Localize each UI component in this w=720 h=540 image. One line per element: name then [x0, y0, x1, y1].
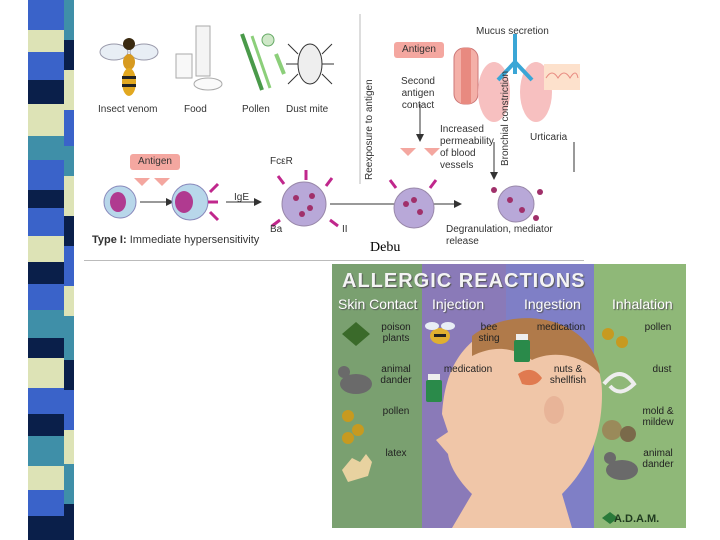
label-insect-venom: Insect venom: [98, 104, 158, 115]
stripe-column-right: [64, 0, 74, 540]
pollen-icon: [240, 33, 286, 91]
medication-bottle-icon-2: [514, 334, 530, 362]
urticaria-icon: [544, 64, 580, 90]
type-i-label: Type I: Immediate hypersensitivity: [92, 234, 259, 246]
child-profile-icon: [436, 318, 602, 528]
label-nuts-shellfish: nuts & shellfish: [549, 364, 587, 386]
lungs-icon: [478, 34, 552, 122]
decorative-stripe-band: [0, 0, 80, 540]
label-pollen-skin: pollen: [382, 406, 410, 417]
credit-adam: A.D.A.M.: [614, 513, 660, 525]
blood-vessel-icon: [453, 47, 479, 105]
label-fcer: FcεR: [270, 156, 293, 167]
antigen-tag: Antigen: [130, 154, 180, 170]
overlay-text: Debu: [368, 240, 403, 256]
wasp-icon: [99, 38, 159, 96]
type-label-bold: Type I:: [92, 234, 127, 246]
label-latex: latex: [385, 448, 407, 459]
column-skin-contact: Skin Contact: [338, 296, 418, 312]
hypersensitivity-figure: Insect venom Food Pollen Dust mite Antig…: [84, 14, 584, 264]
label-mold-mildew: mold & mildew: [642, 406, 674, 428]
food-icon: [175, 25, 223, 91]
allergic-reactions-poster: ALLERGIC REACTIONS Skin Contact Injectio…: [332, 264, 686, 528]
label-medication-ingestion: medication: [536, 322, 586, 333]
label-degranulation: Degranulation, mediator release: [446, 224, 553, 247]
label-pollen-inhalation: pollen: [644, 322, 672, 333]
poster-illustration: [338, 318, 638, 528]
band-inhalation: [594, 264, 686, 528]
label-bee-sting: bee sting: [478, 322, 500, 344]
label-mucus: Mucus secretion: [476, 26, 549, 37]
type-label-text: Immediate hypersensitivity: [129, 234, 260, 246]
label-ba: Ba: [270, 224, 283, 235]
cat-icon: [338, 366, 372, 394]
label-food: Food: [184, 104, 207, 115]
label-urticaria: Urticaria: [530, 132, 568, 143]
latex-glove-icon: [342, 454, 372, 482]
label-permeability: Increased permeability of blood vessels: [440, 124, 494, 171]
antigen-tag-second: Antigen: [394, 42, 444, 58]
mold-icon: [602, 420, 636, 442]
pollen-ball-icon: [342, 410, 364, 444]
poison-plant-icon: [342, 322, 370, 346]
antigen-markers: [134, 148, 440, 186]
band-skin: [332, 264, 422, 528]
pollen-cluster-icon: [602, 328, 628, 348]
shrimp-icon: [518, 369, 542, 386]
dust-swirl-icon: [602, 372, 637, 394]
bee-icon: [425, 322, 455, 344]
hypersensitivity-illustration: [99, 14, 580, 229]
label-pollen: Pollen: [242, 104, 270, 115]
figure-bottom-rule: [84, 260, 584, 261]
label-animal-dander: animal dander: [380, 364, 412, 386]
poster-title: ALLERGIC REACTIONS: [342, 270, 586, 292]
label-roman: II: [342, 224, 348, 235]
label-medication-injection: medication: [443, 364, 493, 375]
label-dust: dust: [652, 364, 672, 375]
sensitization-cells: [103, 170, 462, 228]
column-inhalation: Inhalation: [612, 296, 673, 312]
cat-icon-2: [604, 452, 638, 480]
column-injection: Injection: [432, 296, 485, 312]
medication-bottle-icon: [426, 374, 442, 402]
column-ingestion: Ingestion: [524, 296, 581, 312]
label-reexposure: Reexposure to antigen: [364, 79, 375, 180]
label-dust-mite: Dust mite: [286, 104, 329, 115]
label-second-contact: Second antigen contact: [401, 76, 435, 111]
label-animal-dander-inhalation: animal dander: [642, 448, 674, 470]
label-ige: IgE: [234, 192, 250, 203]
dust-mite-icon: [286, 43, 334, 85]
degranulating-cell: [491, 185, 543, 223]
stripe-column-left: [28, 0, 64, 540]
label-poison-plants: poison plants: [381, 322, 411, 344]
adam-logo-icon: [602, 512, 618, 524]
mast-cell-second: [388, 179, 438, 229]
label-bronchial: Bronchial constriction: [500, 70, 511, 166]
